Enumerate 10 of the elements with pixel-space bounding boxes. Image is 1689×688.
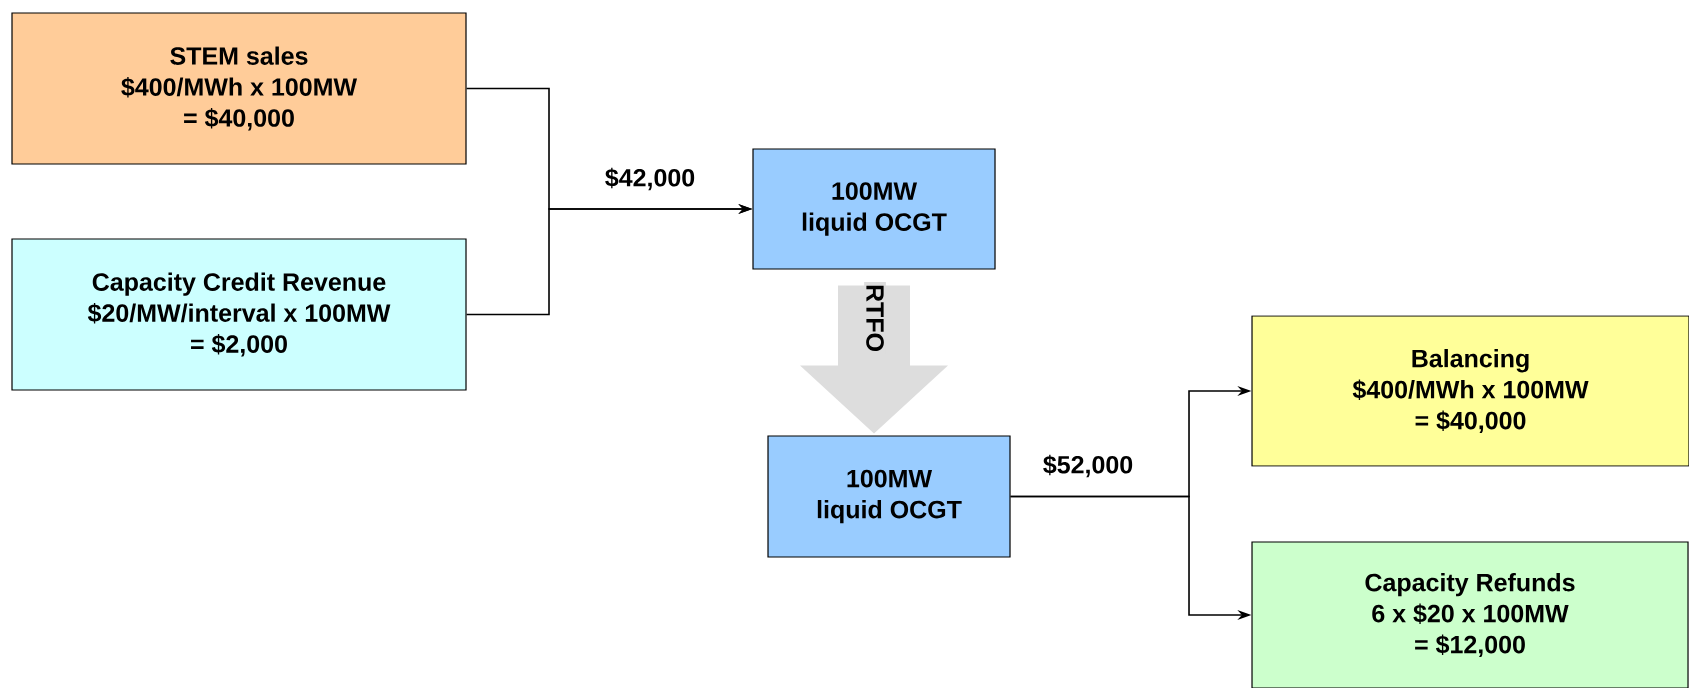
process-box: Capacity Refunds 6 x $20 x 100MW = $12,000 <box>1251 541 1689 688</box>
block-arrow <box>800 285 948 434</box>
process-box: 100MW liquid OCGT <box>767 435 1011 558</box>
edge-label: $42,000 <box>602 165 698 193</box>
process-box: STEM sales $400/MWh x 100MW = $40,000 <box>11 12 467 165</box>
process-box: Balancing $400/MWh x 100MW = $40,000 <box>1251 315 1689 467</box>
edge-label: RTFO <box>864 282 886 355</box>
process-box: 100MW liquid OCGT <box>752 148 996 270</box>
edge-label: $52,000 <box>1040 452 1136 480</box>
process-box: Capacity Credit Revenue $20/MW/interval x 100MW = $2,000 <box>11 238 467 391</box>
